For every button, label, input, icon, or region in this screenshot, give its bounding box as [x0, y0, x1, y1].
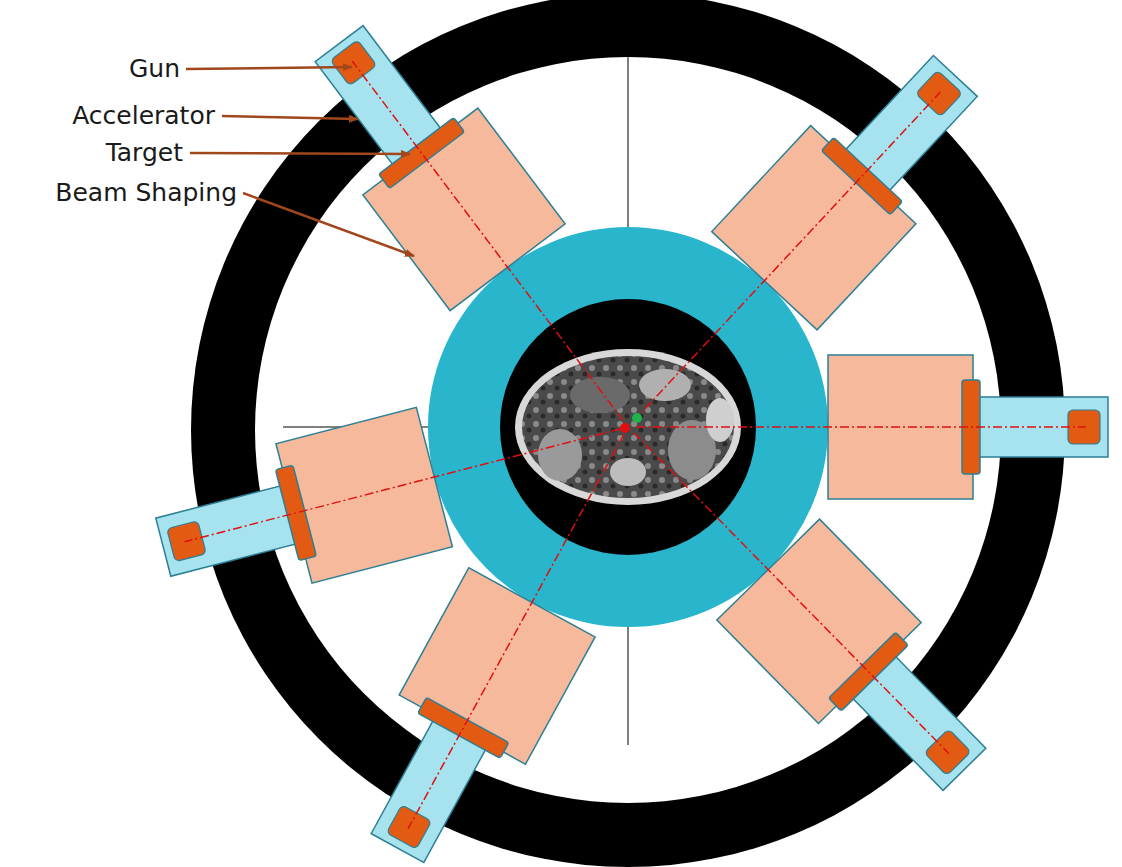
isocentre-dot [620, 423, 630, 433]
part-label: Beam Shaping [55, 177, 237, 209]
leader-arrows [186, 67, 414, 256]
part-label: Target [106, 137, 183, 169]
target-dot [632, 413, 642, 423]
linac-units [145, 0, 1108, 867]
part-label: Accelerator [72, 100, 215, 132]
part-label: Gun [129, 53, 180, 85]
